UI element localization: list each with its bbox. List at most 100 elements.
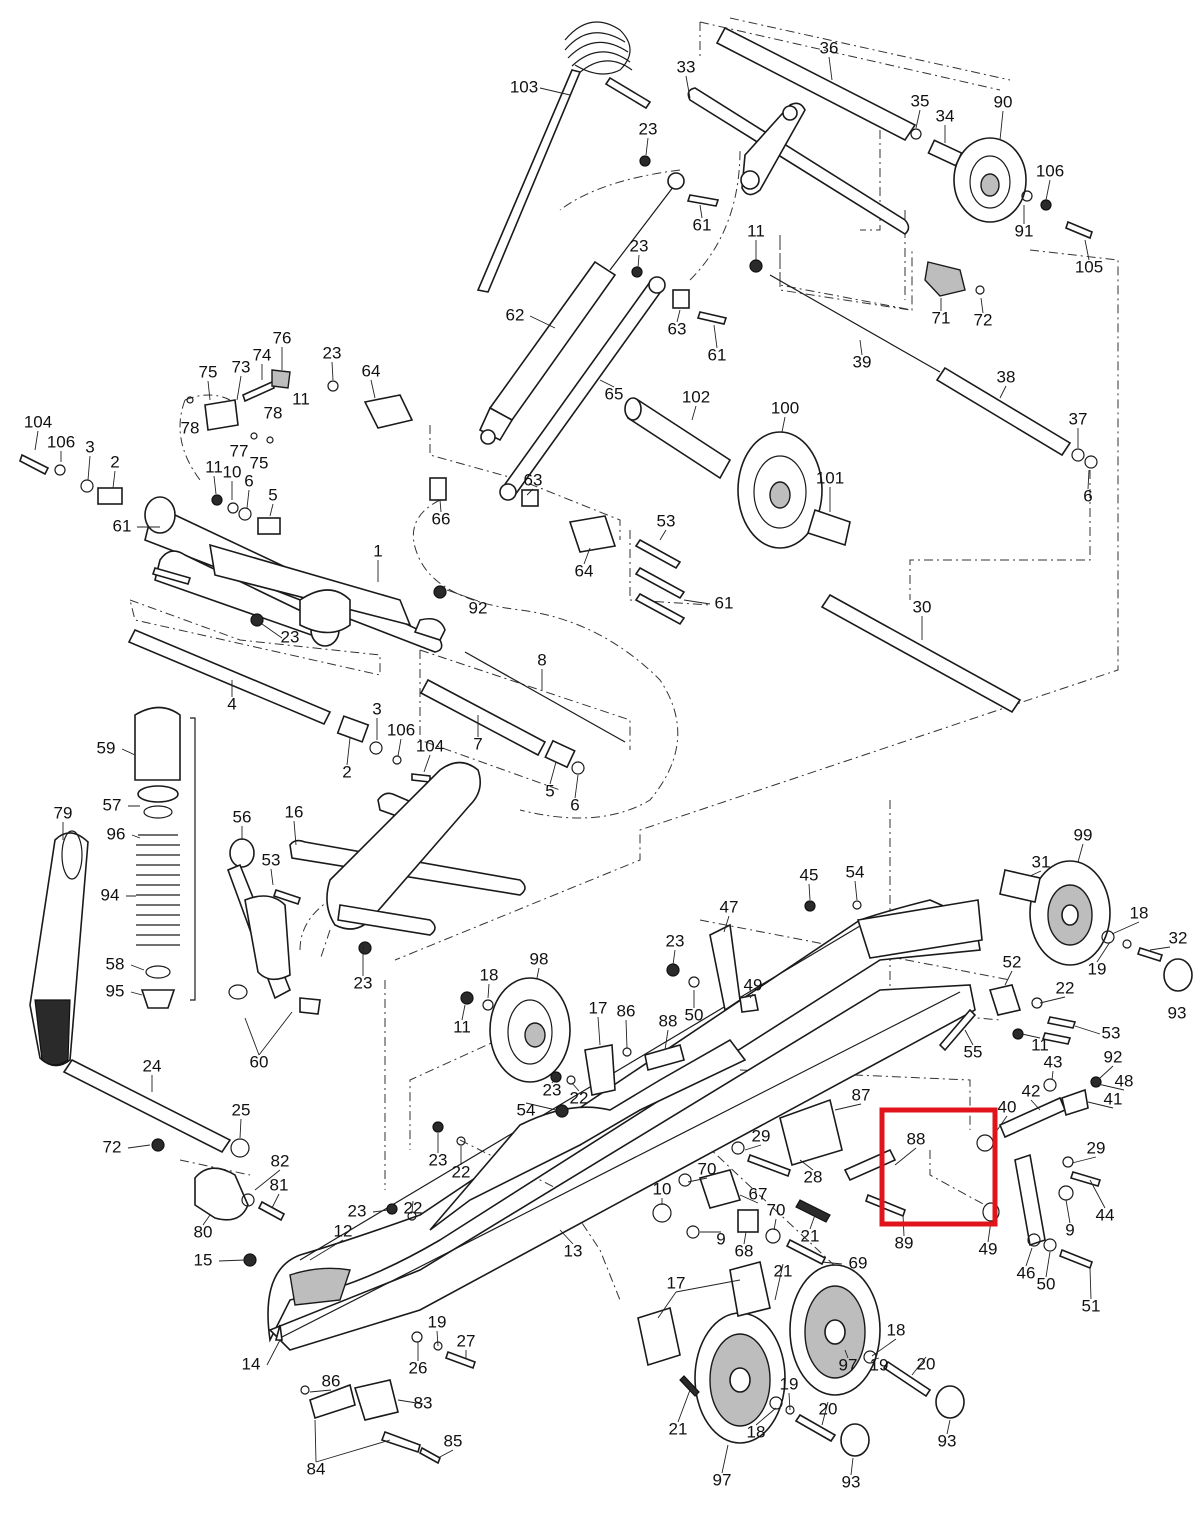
callout-6c: 6: [570, 795, 579, 814]
callout-62: 62: [506, 305, 525, 324]
callout-97b: 97: [713, 1470, 732, 1489]
callout-2a: 2: [110, 452, 119, 471]
callout-9a: 9: [716, 1229, 725, 1248]
callout-80: 80: [194, 1222, 213, 1241]
callout-21a: 21: [801, 1226, 820, 1245]
idler-wheel-98: [460, 977, 571, 1083]
callout-10a: 10: [223, 462, 242, 481]
bracket-47-link: [666, 900, 862, 1013]
callout-92b: 92: [1104, 1047, 1123, 1066]
callout-3b: 3: [372, 699, 381, 718]
callout-23d: 23: [281, 627, 300, 646]
callout-13: 13: [564, 1241, 583, 1260]
callout-49a: 49: [744, 975, 763, 994]
highlight-box: [879, 1107, 998, 1227]
callout-54b: 54: [517, 1100, 536, 1119]
brackets-64: [327, 380, 617, 553]
callout-11c: 11: [205, 457, 223, 476]
callout-66: 66: [432, 509, 451, 528]
bracket-17-upper: [550, 1044, 685, 1118]
callout-31: 31: [1032, 852, 1051, 871]
callout-10b: 10: [653, 1179, 672, 1198]
callout-23b: 23: [630, 236, 649, 255]
callout-61a: 61: [693, 215, 712, 234]
callout-56: 56: [233, 807, 252, 826]
sleeve-102-wheel-100: [624, 397, 851, 549]
callout-20a: 20: [917, 1354, 936, 1373]
shaft-7-rod-8: [419, 651, 626, 775]
callout-52: 52: [1003, 952, 1022, 971]
callout-23f: 23: [354, 973, 373, 992]
callout-23h: 23: [429, 1150, 448, 1169]
axle-hardware-29-67: [652, 1141, 831, 1266]
callout-100: 100: [771, 398, 799, 417]
callout-70b: 70: [767, 1200, 786, 1219]
shaft-4: [127, 628, 431, 783]
callout-22a: 22: [1056, 978, 1075, 997]
callout-21c: 21: [669, 1419, 688, 1438]
callout-18d: 18: [747, 1422, 766, 1441]
callout-75b: 75: [250, 453, 269, 472]
callout-93a: 93: [1168, 1003, 1187, 1022]
bracket-71: [749, 259, 985, 297]
callout-27: 27: [457, 1331, 476, 1350]
bracket-87-88: [779, 1098, 1000, 1222]
link-65: [499, 276, 728, 501]
callout-88b: 88: [907, 1129, 926, 1148]
callout-8: 8: [537, 650, 546, 669]
callout-104b: 104: [416, 736, 444, 755]
callout-93c: 93: [842, 1472, 861, 1491]
callout-103: 103: [510, 77, 538, 96]
callout-97a: 97: [839, 1355, 858, 1374]
callout-26: 26: [409, 1358, 428, 1377]
callout-90: 90: [994, 92, 1013, 111]
callout-94: 94: [101, 885, 120, 904]
callout-69: 69: [849, 1253, 868, 1272]
callout-18c: 18: [887, 1320, 906, 1339]
side-rail-12: [267, 899, 983, 1343]
callout-98: 98: [530, 949, 549, 968]
callout-57: 57: [103, 795, 122, 814]
callout-46: 46: [1017, 1263, 1036, 1282]
callout-51: 51: [1082, 1296, 1101, 1315]
callout-92a: 92: [469, 598, 488, 617]
callout-36: 36: [820, 38, 839, 57]
callout-53b: 53: [262, 850, 281, 869]
callout-19a: 19: [1088, 959, 1107, 978]
side-rail-13: [268, 984, 976, 1351]
callout-17a: 17: [589, 998, 608, 1017]
long-rod-39: [769, 274, 1098, 469]
callout-61d: 61: [715, 593, 734, 612]
shock-spring-94: [134, 706, 196, 1009]
callout-4: 4: [227, 694, 236, 713]
callout-105: 105: [1075, 257, 1103, 276]
callout-29a: 29: [752, 1126, 771, 1145]
callout-50a: 50: [685, 1005, 704, 1024]
callout-19c: 19: [870, 1355, 889, 1374]
callout-54a: 54: [846, 862, 865, 881]
callout-83: 83: [414, 1393, 433, 1412]
callout-87: 87: [852, 1085, 871, 1104]
shaft-36: [715, 26, 917, 142]
callout-18a: 18: [1130, 903, 1149, 922]
wheel-99-assembly: [999, 860, 1193, 992]
callout-93b: 93: [938, 1431, 957, 1450]
callout-37: 37: [1069, 409, 1088, 428]
callout-67: 67: [749, 1184, 768, 1203]
callout-17b: 17: [667, 1273, 686, 1292]
callout-73: 73: [232, 357, 251, 376]
callout-3a: 3: [85, 437, 94, 456]
callout-9b: 9: [1065, 1220, 1074, 1239]
upper-arm-33: [687, 87, 910, 235]
callout-79: 79: [54, 803, 73, 822]
callout-14: 14: [242, 1354, 261, 1373]
callout-23i: 23: [348, 1201, 367, 1220]
callout-47: 47: [720, 897, 739, 916]
callout-30: 30: [913, 597, 932, 616]
block-80: [194, 1167, 286, 1222]
callout-40: 40: [998, 1097, 1017, 1116]
callout-38: 38: [997, 367, 1016, 386]
arm-1-hardware: [19, 369, 291, 535]
callout-82: 82: [271, 1151, 290, 1170]
